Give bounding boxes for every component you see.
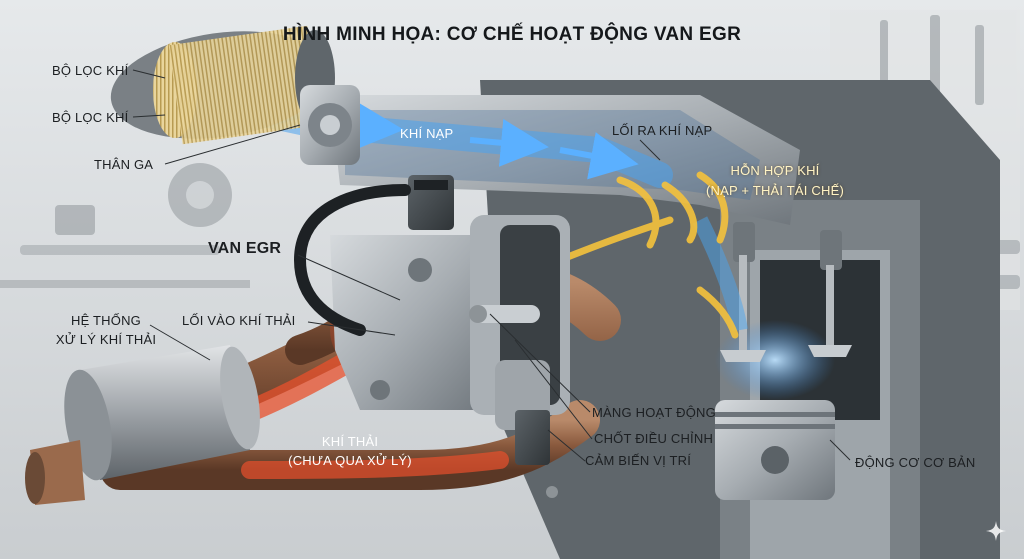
air-filter bbox=[110, 25, 335, 145]
label-adjust-pin: CHỐT ĐIỀU CHỈNH bbox=[594, 431, 714, 446]
label-diaphragm: MÀNG HOẠT ĐỘNG bbox=[592, 405, 716, 420]
label-air-filter: BỘ LỌC KHÍ bbox=[52, 63, 129, 78]
cylinder-assembly bbox=[715, 222, 880, 500]
egr-connector bbox=[293, 175, 454, 336]
label-intake-outlet: LỐI RA KHÍ NẠP bbox=[612, 123, 713, 138]
label-exhaust-inlet: LỐI VÀO KHÍ THẢI bbox=[182, 313, 296, 328]
recirculated-gas-flow bbox=[556, 171, 739, 339]
valve-stem bbox=[470, 305, 540, 323]
label-exhaust-gas-line1: KHÍ THẢI bbox=[321, 434, 379, 449]
label-intake-air: KHÍ NẠP bbox=[400, 126, 454, 141]
position-sensor-body bbox=[495, 360, 558, 498]
label-mixture-line1: HỖN HỢP KHÍ bbox=[730, 163, 820, 178]
exhaust-valve bbox=[808, 230, 852, 357]
label-aftertreatment-line2: XỬ LÝ KHÍ THẢI bbox=[55, 332, 157, 347]
page-title: HÌNH MINH HỌA: CƠ CHẾ HOẠT ĐỘNG VAN EGR bbox=[282, 24, 742, 45]
catalytic-converter bbox=[25, 345, 260, 505]
label-egr-valve: VAN EGR bbox=[208, 240, 282, 257]
label-aftertreatment-line1: HỆ THỐNG bbox=[71, 313, 141, 328]
workbench-parts bbox=[20, 163, 232, 255]
label-throttle-body: THÂN GA bbox=[94, 157, 154, 172]
label-position-sensor: CẢM BIẾN VỊ TRÍ bbox=[585, 453, 692, 468]
label-air-filter-2: BỘ LỌC KHÍ bbox=[52, 110, 129, 125]
piston bbox=[715, 400, 835, 500]
label-exhaust-gas-line2: (CHƯA QUA XỬ LÝ) bbox=[288, 453, 412, 468]
intake-valve bbox=[720, 222, 766, 362]
label-mixture-line2: (NẠP + THẢI TÁI CHẾ) bbox=[705, 183, 845, 198]
throttle-body bbox=[300, 85, 360, 165]
sparkle-icon bbox=[986, 521, 1006, 541]
workbench-edge bbox=[0, 280, 250, 288]
label-base-engine: ĐỘNG CƠ CƠ BẢN bbox=[855, 455, 976, 470]
leader-lines bbox=[132, 69, 851, 462]
